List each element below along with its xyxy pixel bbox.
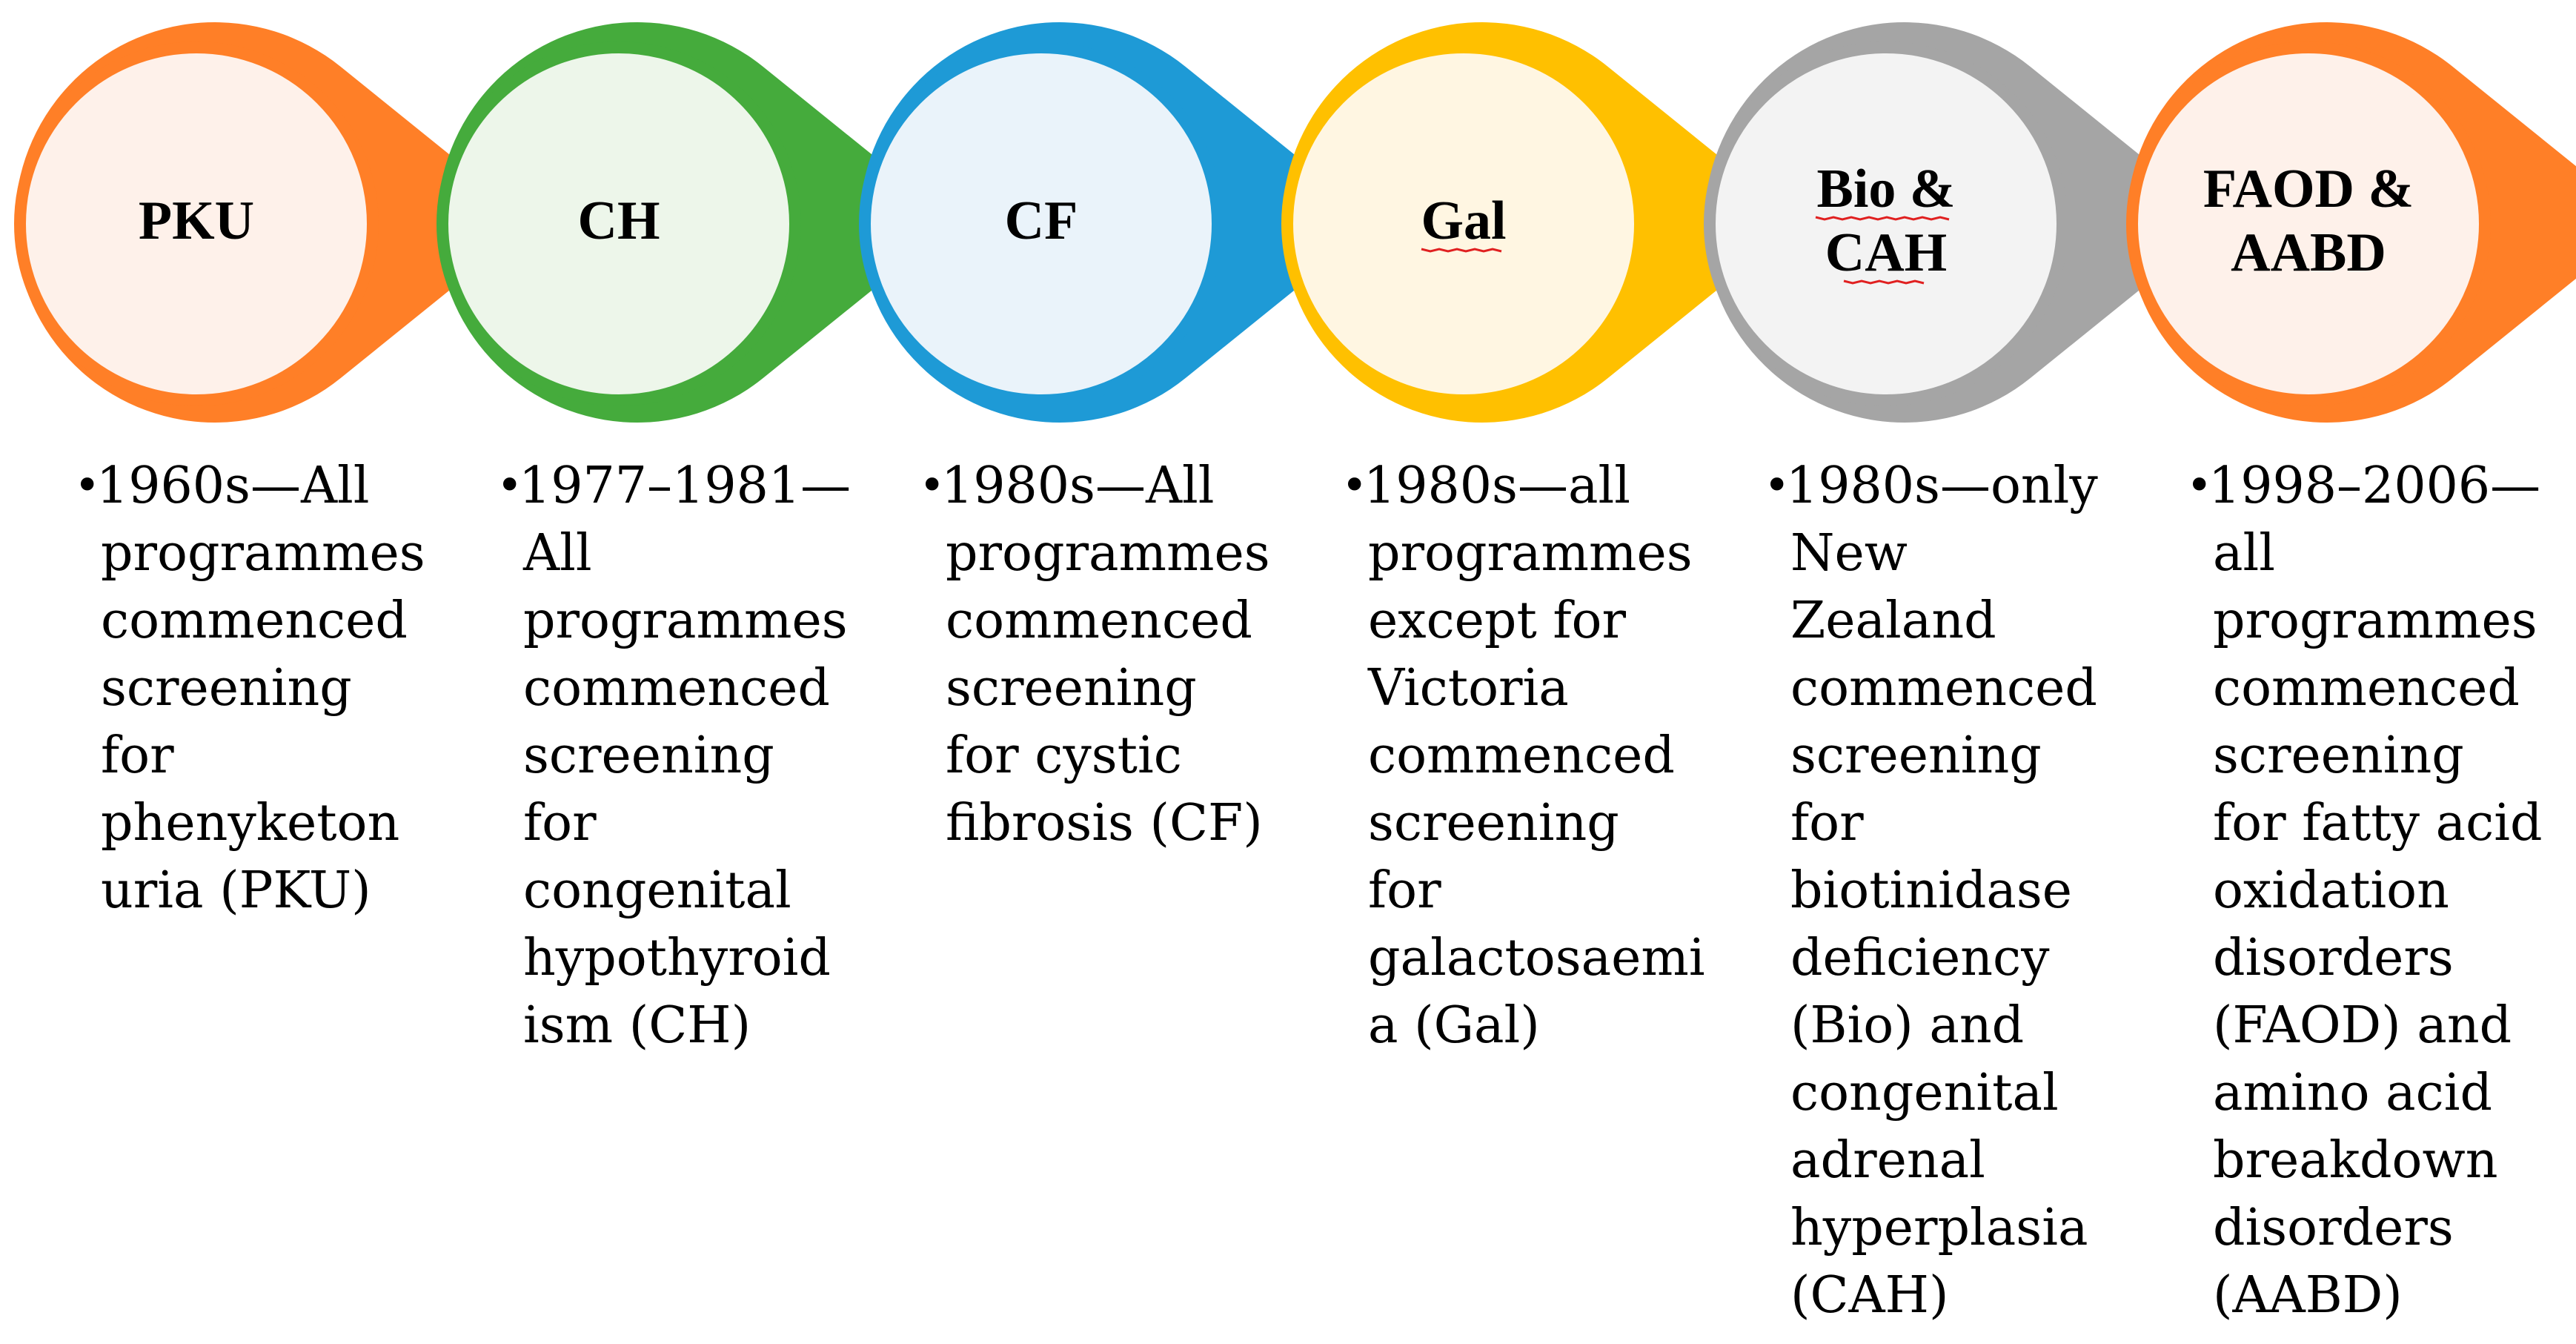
description-line: for — [1368, 861, 1441, 920]
description-line: 1977–1981— — [519, 457, 852, 515]
description-line: 1980s—All — [941, 457, 1215, 515]
description-line: for fatty acid — [2213, 794, 2543, 853]
description-line: Zealand — [1790, 592, 1996, 650]
description-line: amino acid — [2213, 1064, 2493, 1122]
description-line: 1980s—all — [1364, 457, 1630, 515]
spellcheck-underline — [1843, 279, 1925, 285]
milestone-circle — [2126, 42, 2491, 406]
milestone-description: •1998–2006— all programmes commenced screeni… — [2186, 452, 2543, 1329]
description-line: congenital — [1790, 1064, 2059, 1122]
milestone-abbreviation: PKU — [139, 191, 254, 251]
description-line: hypothyroid — [523, 929, 831, 987]
milestone-description: •1960s—All programmes commenced screening fo… — [74, 452, 425, 924]
description-line: screening — [2213, 726, 2464, 785]
milestone-description: •1977–1981— All programmes commenced screeni… — [497, 452, 851, 1059]
milestone-node: CF — [859, 21, 1378, 423]
description-line: disorders — [2213, 929, 2454, 987]
milestone-description: •1980s—All programmes commenced screening fo… — [919, 452, 1270, 857]
milestone-abbreviation: Bio & — [1816, 159, 1955, 219]
description-line: biotinidase — [1790, 861, 2073, 920]
description-line: screening — [946, 659, 1197, 718]
description-line: adrenal — [1790, 1131, 1985, 1190]
description-line: New — [1790, 524, 1908, 583]
description-line: 1960s—All — [96, 457, 370, 515]
milestone-circle — [859, 42, 1224, 406]
description-line: commenced — [101, 592, 408, 650]
description-line: fibrosis (CF) — [946, 794, 1263, 853]
milestone-abbreviation: AABD — [2231, 222, 2386, 283]
description-line: for — [523, 794, 597, 853]
milestone-circle — [436, 42, 801, 406]
milestone-node: Bio &CAH — [1704, 21, 2223, 423]
description-line: phenyketon — [101, 794, 400, 853]
description-line: breakdown — [2213, 1131, 2498, 1190]
description-line: All — [523, 524, 592, 583]
bullet-icon: • — [2186, 460, 2213, 512]
description-line: commenced — [946, 592, 1252, 650]
bullet-icon: • — [497, 460, 523, 512]
milestone-circle — [1281, 42, 1646, 406]
description-line: except for — [1368, 592, 1627, 650]
description-line: congenital — [523, 861, 791, 920]
description-line: for cystic — [946, 726, 1182, 785]
description-line: for — [101, 726, 174, 785]
description-line: a (Gal) — [1368, 996, 1540, 1055]
description-line: commenced — [523, 659, 830, 718]
bullet-icon: • — [74, 460, 101, 512]
description-line: screening — [1790, 726, 2042, 785]
description-line: hyperplasia — [1790, 1199, 2088, 1257]
description-line: all — [2213, 524, 2276, 583]
milestone-node: CH — [436, 21, 956, 423]
description-line: programmes — [101, 524, 425, 583]
description-line: programmes — [2213, 592, 2537, 650]
description-line: screening — [523, 726, 774, 785]
description-line: (FAOD) and — [2213, 996, 2512, 1055]
description-line: programmes — [946, 524, 1270, 583]
description-line: uria (PKU) — [101, 861, 371, 920]
description-line: 1980s—only — [1786, 457, 2098, 515]
milestone-node: Gal — [1281, 21, 1801, 423]
milestone-node: PKU — [14, 21, 534, 423]
description-line: programmes — [1368, 524, 1693, 583]
description-line: for — [1790, 794, 1864, 853]
milestone-abbreviation: CAH — [1825, 222, 1947, 283]
description-line: oxidation — [2213, 861, 2449, 920]
description-line: 1998–2006— — [2208, 457, 2541, 515]
description-line: galactosaemi — [1368, 929, 1705, 987]
milestone-abbreviation: CF — [1005, 191, 1078, 251]
bullet-icon: • — [1764, 460, 1790, 512]
description-line: (Bio) and — [1790, 996, 2025, 1055]
milestone-abbreviation: CH — [578, 191, 660, 251]
description-line: screening — [1368, 794, 1619, 853]
milestone-node: FAOD &AABD — [2126, 22, 2576, 423]
description-line: programmes — [523, 592, 848, 650]
description-line: (AABD) — [2213, 1266, 2403, 1325]
description-line: deficiency — [1790, 929, 2050, 987]
spellcheck-underline — [1815, 216, 1950, 221]
description-line: (CAH) — [1790, 1266, 1949, 1325]
description-line: disorders — [2213, 1199, 2454, 1257]
bullet-icon: • — [919, 460, 946, 512]
description-line: screening — [101, 659, 352, 718]
description-line: commenced — [1368, 726, 1675, 785]
description-line: commenced — [2213, 659, 2520, 718]
milestone-abbreviation: FAOD & — [2203, 159, 2414, 219]
spellcheck-underline — [1421, 248, 1502, 253]
description-line: commenced — [1790, 659, 2097, 718]
milestone-circle — [1704, 42, 2068, 406]
milestone-abbreviation: Gal — [1421, 191, 1506, 251]
milestone-circle — [14, 42, 379, 406]
bullet-icon: • — [1341, 460, 1368, 512]
description-line: ism (CH) — [523, 996, 751, 1055]
description-line: Victoria — [1368, 659, 1569, 718]
